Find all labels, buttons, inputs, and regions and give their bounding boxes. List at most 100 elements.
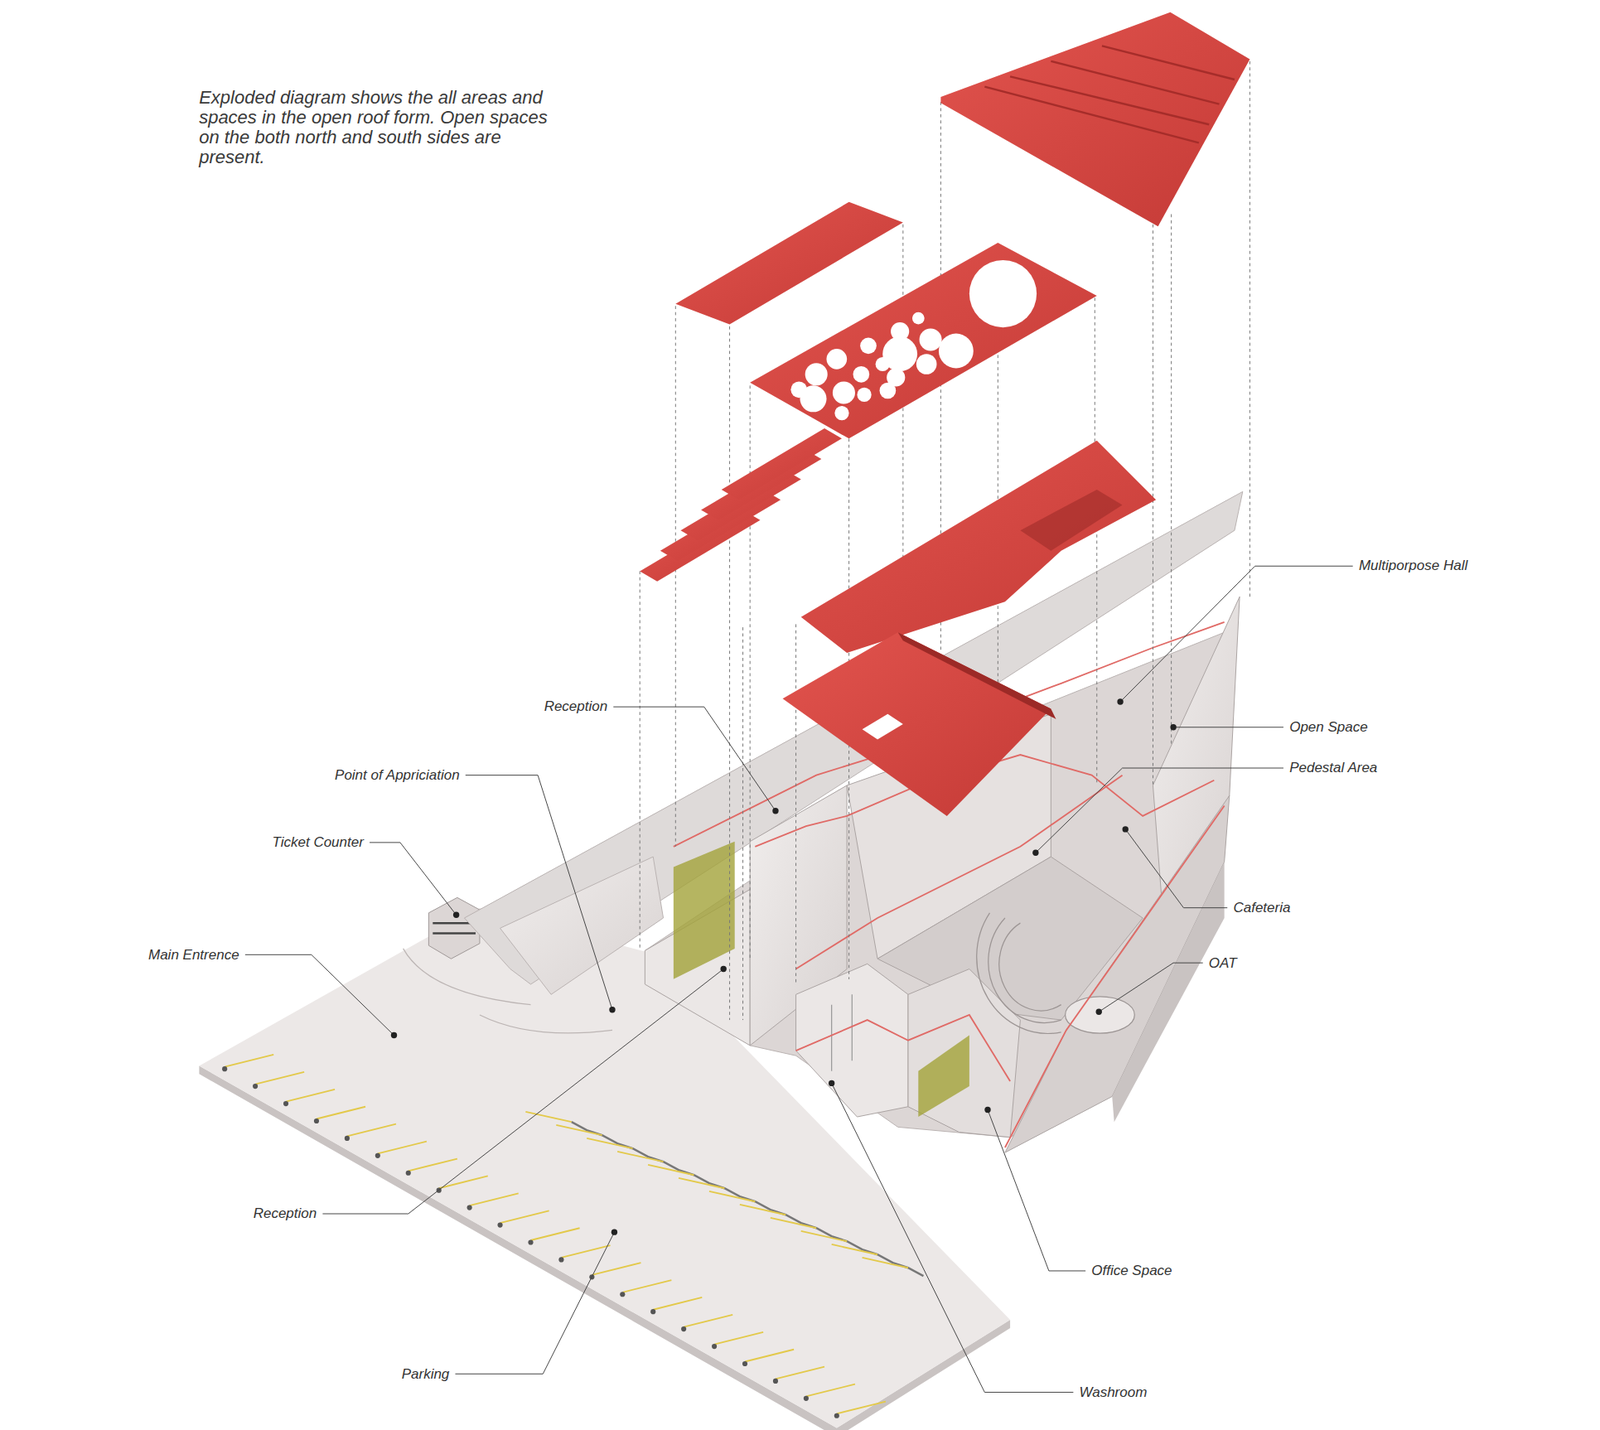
callout-label: Open Space [1287,719,1370,736]
leader-line [465,775,613,1011]
wall-panel [918,1035,970,1117]
leader-line [1120,565,1354,702]
leader-dot [984,1106,991,1113]
parking-stripe [652,1297,702,1310]
leader-dot [1169,724,1176,730]
bollard [742,1361,748,1367]
callout-label: Point of Appriciation [333,767,462,784]
parking-stripe [224,1054,274,1068]
bollard [711,1343,717,1349]
parking-stripe [347,1124,397,1137]
perforation [834,406,849,421]
bollard [344,1135,350,1141]
projection-line [749,385,751,959]
bollard [619,1291,625,1297]
leader-line [369,842,457,915]
perforation [853,366,871,383]
bollard [283,1101,289,1107]
parking-stripe [255,1072,305,1085]
oat-step [999,923,1062,1011]
leader-line [831,1082,1074,1393]
parking-stripe [530,1227,580,1241]
projection-line [1152,224,1154,786]
leader-dot [720,966,726,972]
parking-stripe [770,1218,817,1228]
roof-outline [796,1015,1011,1082]
callout-label: Multiporpose Hall [1357,557,1470,575]
perforated-roof [749,242,1098,439]
parking-stripe [683,1314,733,1328]
parking-stripe [744,1349,794,1363]
parking-stripe [591,1262,641,1276]
roof-plate [801,440,1156,653]
leader-line [1098,962,1203,1012]
roof-shadow [1019,489,1122,552]
projection-line [742,627,744,1020]
callout-label: Office Space [1089,1262,1174,1280]
parking-stripe [408,1159,458,1172]
roof-outline [796,775,1123,970]
perforation [969,260,1037,328]
oat-platform [1065,996,1136,1034]
perforation [916,353,938,375]
parking-stripe [831,1244,878,1255]
ticket-counter [428,897,480,959]
wall-fin [500,856,664,995]
bollard [406,1170,411,1176]
caption-note: Exploded diagram shows the all areas and… [198,87,556,168]
leader-line [613,706,776,812]
leader-line [245,954,395,1035]
projection-line [1170,214,1172,745]
perforation [938,333,974,369]
bollard [252,1083,258,1089]
leader-dot [828,1080,835,1087]
bollard [497,1222,503,1228]
office-block [908,969,1020,1138]
bollard [527,1239,533,1245]
perforation [879,382,897,400]
bollard [314,1118,320,1124]
leader-dot [772,807,779,814]
roof-strip [721,428,842,500]
bollard [681,1326,687,1332]
bollard [222,1066,228,1072]
perforation [826,348,848,370]
leader-line [1173,726,1284,728]
leader-line [987,1109,1086,1272]
parking-stripe [836,1401,886,1415]
leader-line [1035,768,1284,853]
callout-label: Main Entrence [146,947,242,964]
bollard [650,1309,656,1315]
roof-opening [862,714,904,740]
roof-outline [1005,806,1225,1148]
parking-stripe [801,1231,847,1242]
projection-line [1249,61,1251,597]
roof-step [1010,76,1209,125]
partition [851,994,853,1061]
bollard [375,1153,381,1159]
parking-stripe [469,1193,519,1206]
parking-stripe [709,1191,755,1202]
roof-plate [675,202,904,325]
parking-stripe [739,1204,786,1215]
oat-step [976,913,1062,1035]
projection-line [1094,297,1096,449]
perforation [805,362,828,386]
bollard [773,1378,779,1384]
bollard [467,1205,473,1211]
callout-label: OAT [1207,955,1239,972]
roof-perforations [790,260,1037,421]
projection-line [639,570,641,949]
perforation [875,357,890,372]
partition [831,1005,832,1072]
callout-label: Cafeteria [1231,899,1292,917]
leader-dot [391,1032,397,1039]
roof-ridge [898,632,1057,720]
leader-line [454,1232,614,1374]
parking-divider [571,1121,924,1277]
parking-stripe [617,1151,663,1162]
parking-stripe [714,1332,764,1345]
callout-label: Reception [542,698,610,716]
leader-dot [609,1006,615,1013]
